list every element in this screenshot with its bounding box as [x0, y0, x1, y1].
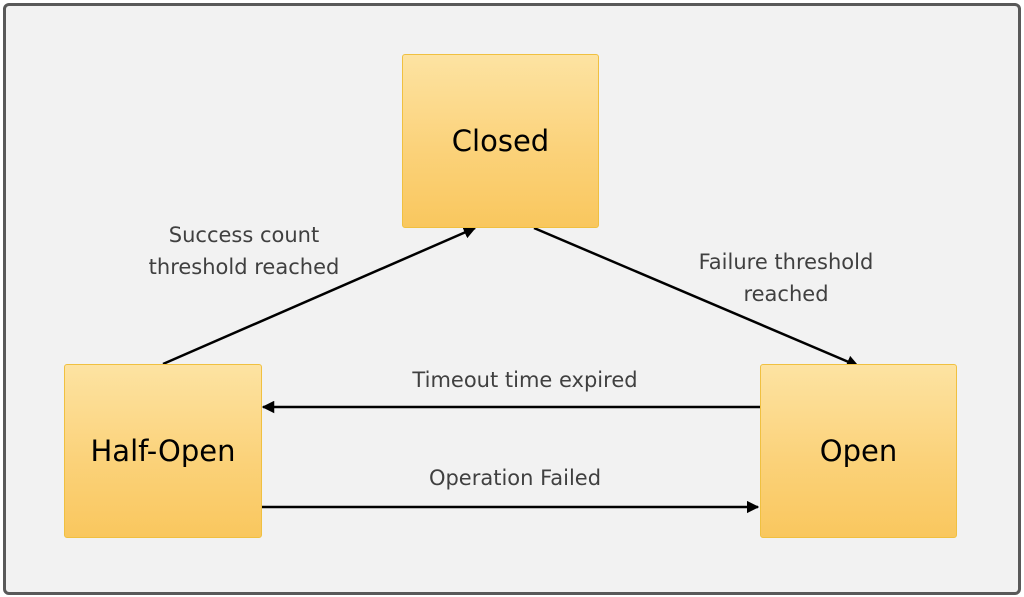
- success-threshold-line2: threshold reached: [148, 255, 340, 279]
- failure-threshold-label: Failure threshold reached: [666, 246, 906, 310]
- arrow-halfopen-to-closed: [162, 226, 477, 366]
- failure-threshold-line2: reached: [743, 282, 829, 306]
- state-open-label: Open: [819, 434, 898, 468]
- state-half-open-label: Half-Open: [90, 434, 236, 468]
- timeout-expired-label: Timeout time expired: [412, 368, 638, 392]
- success-threshold-line1: Success count: [168, 223, 320, 247]
- state-closed-label: Closed: [451, 124, 550, 158]
- state-open: Open: [760, 364, 957, 538]
- state-closed: Closed: [402, 54, 599, 228]
- state-half-open: Half-Open: [64, 364, 262, 538]
- arrow-closed-to-open: [533, 226, 860, 368]
- operation-failed-label: Operation Failed: [428, 466, 602, 490]
- success-threshold-label: Success count threshold reached: [124, 219, 364, 283]
- failure-threshold-line1: Failure threshold: [698, 250, 874, 274]
